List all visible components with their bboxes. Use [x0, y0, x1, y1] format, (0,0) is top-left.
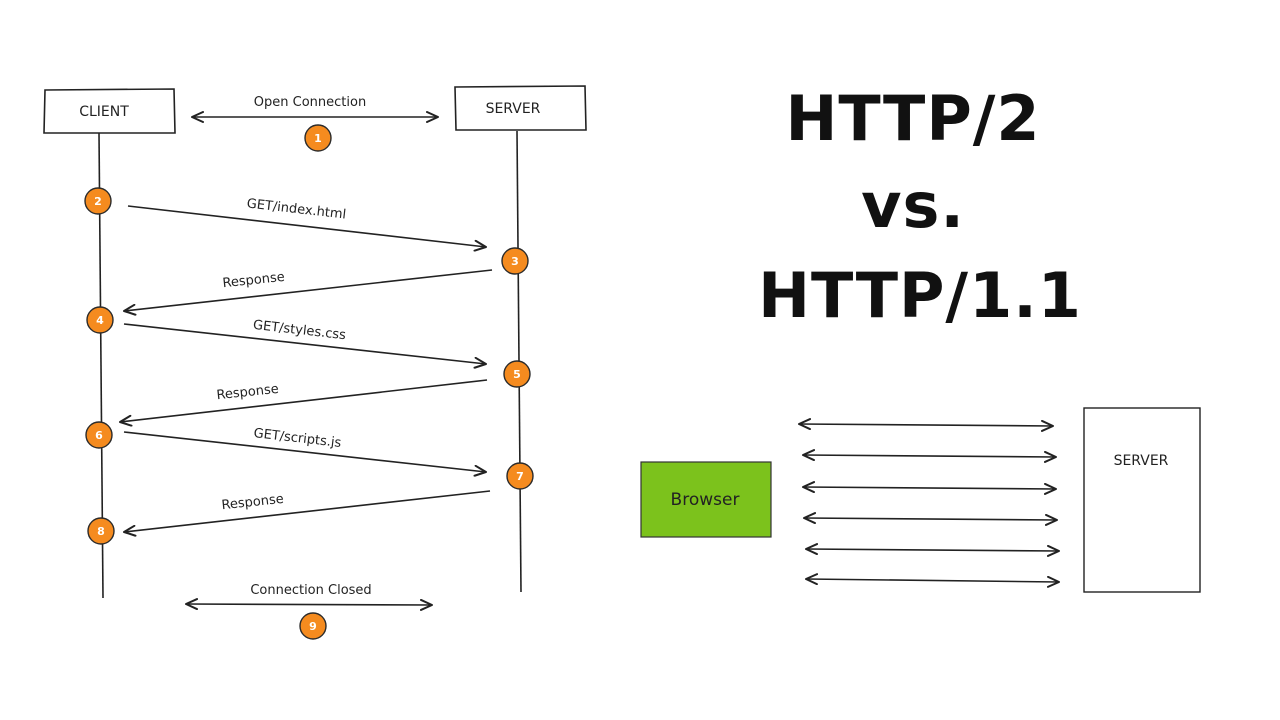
svg-text:2: 2	[94, 195, 102, 208]
svg-text:6: 6	[95, 429, 103, 442]
step-badge-8: 8	[87, 517, 115, 545]
browser-label: Browser	[671, 490, 740, 510]
svg-text:1: 1	[314, 132, 322, 145]
svg-text:4: 4	[96, 314, 104, 327]
svg-text:7: 7	[516, 470, 524, 483]
server-label: SERVER	[486, 101, 541, 117]
browser-box: Browser	[640, 461, 772, 538]
stream-arrows	[798, 418, 1060, 588]
stream-arrow	[805, 573, 1060, 588]
stream-arrow	[802, 449, 1057, 463]
response-2-arrow	[119, 379, 488, 427]
stream-arrow	[802, 481, 1057, 495]
stream-arrow	[798, 418, 1054, 432]
step-badge-1: 1	[304, 124, 332, 152]
get-styles-arrow	[123, 323, 487, 369]
title-block: HTTP/2 vs. HTTP/1.1	[758, 82, 1082, 332]
step-badge-3: 3	[501, 247, 529, 275]
step-badge-9: 9	[299, 612, 327, 640]
server-label-http2: SERVER	[1114, 453, 1169, 469]
svg-text:8: 8	[97, 525, 105, 538]
step-badge-2: 2	[84, 187, 112, 215]
get-index-label: GET/index.html	[246, 196, 347, 222]
multiplex-diagram: Browser SERVER	[640, 407, 1201, 593]
client-label: CLIENT	[79, 104, 129, 120]
server-box: SERVER	[454, 85, 587, 131]
stream-arrow	[803, 512, 1058, 526]
response-3-arrow	[122, 490, 491, 537]
sequence-diagram: CLIENT SERVER Open Connection GET/index.…	[43, 85, 587, 640]
title-line-3: HTTP/1.1	[758, 259, 1082, 332]
svg-text:9: 9	[309, 620, 317, 633]
step-badge-5: 5	[503, 360, 531, 388]
response-3-label: Response	[221, 492, 285, 513]
title-line-2: vs.	[861, 169, 965, 242]
step-badge-6: 6	[85, 421, 113, 449]
stream-arrow	[805, 543, 1060, 557]
get-index-arrow	[127, 205, 487, 252]
response-1-label: Response	[222, 270, 286, 291]
step-badge-7: 7	[506, 462, 534, 490]
client-box: CLIENT	[43, 88, 176, 134]
title-line-1: HTTP/2	[785, 82, 1040, 155]
response-2-label: Response	[216, 382, 280, 403]
connection-closed-arrow	[185, 598, 433, 611]
open-connection-label: Open Connection	[254, 95, 366, 110]
get-scripts-arrow	[123, 431, 487, 477]
svg-text:3: 3	[511, 255, 519, 268]
response-1-arrow	[123, 269, 493, 316]
step-badge-4: 4	[86, 306, 114, 334]
svg-text:5: 5	[513, 368, 521, 381]
server-box-http2: SERVER	[1083, 407, 1201, 593]
connection-closed-label: Connection Closed	[250, 583, 371, 598]
